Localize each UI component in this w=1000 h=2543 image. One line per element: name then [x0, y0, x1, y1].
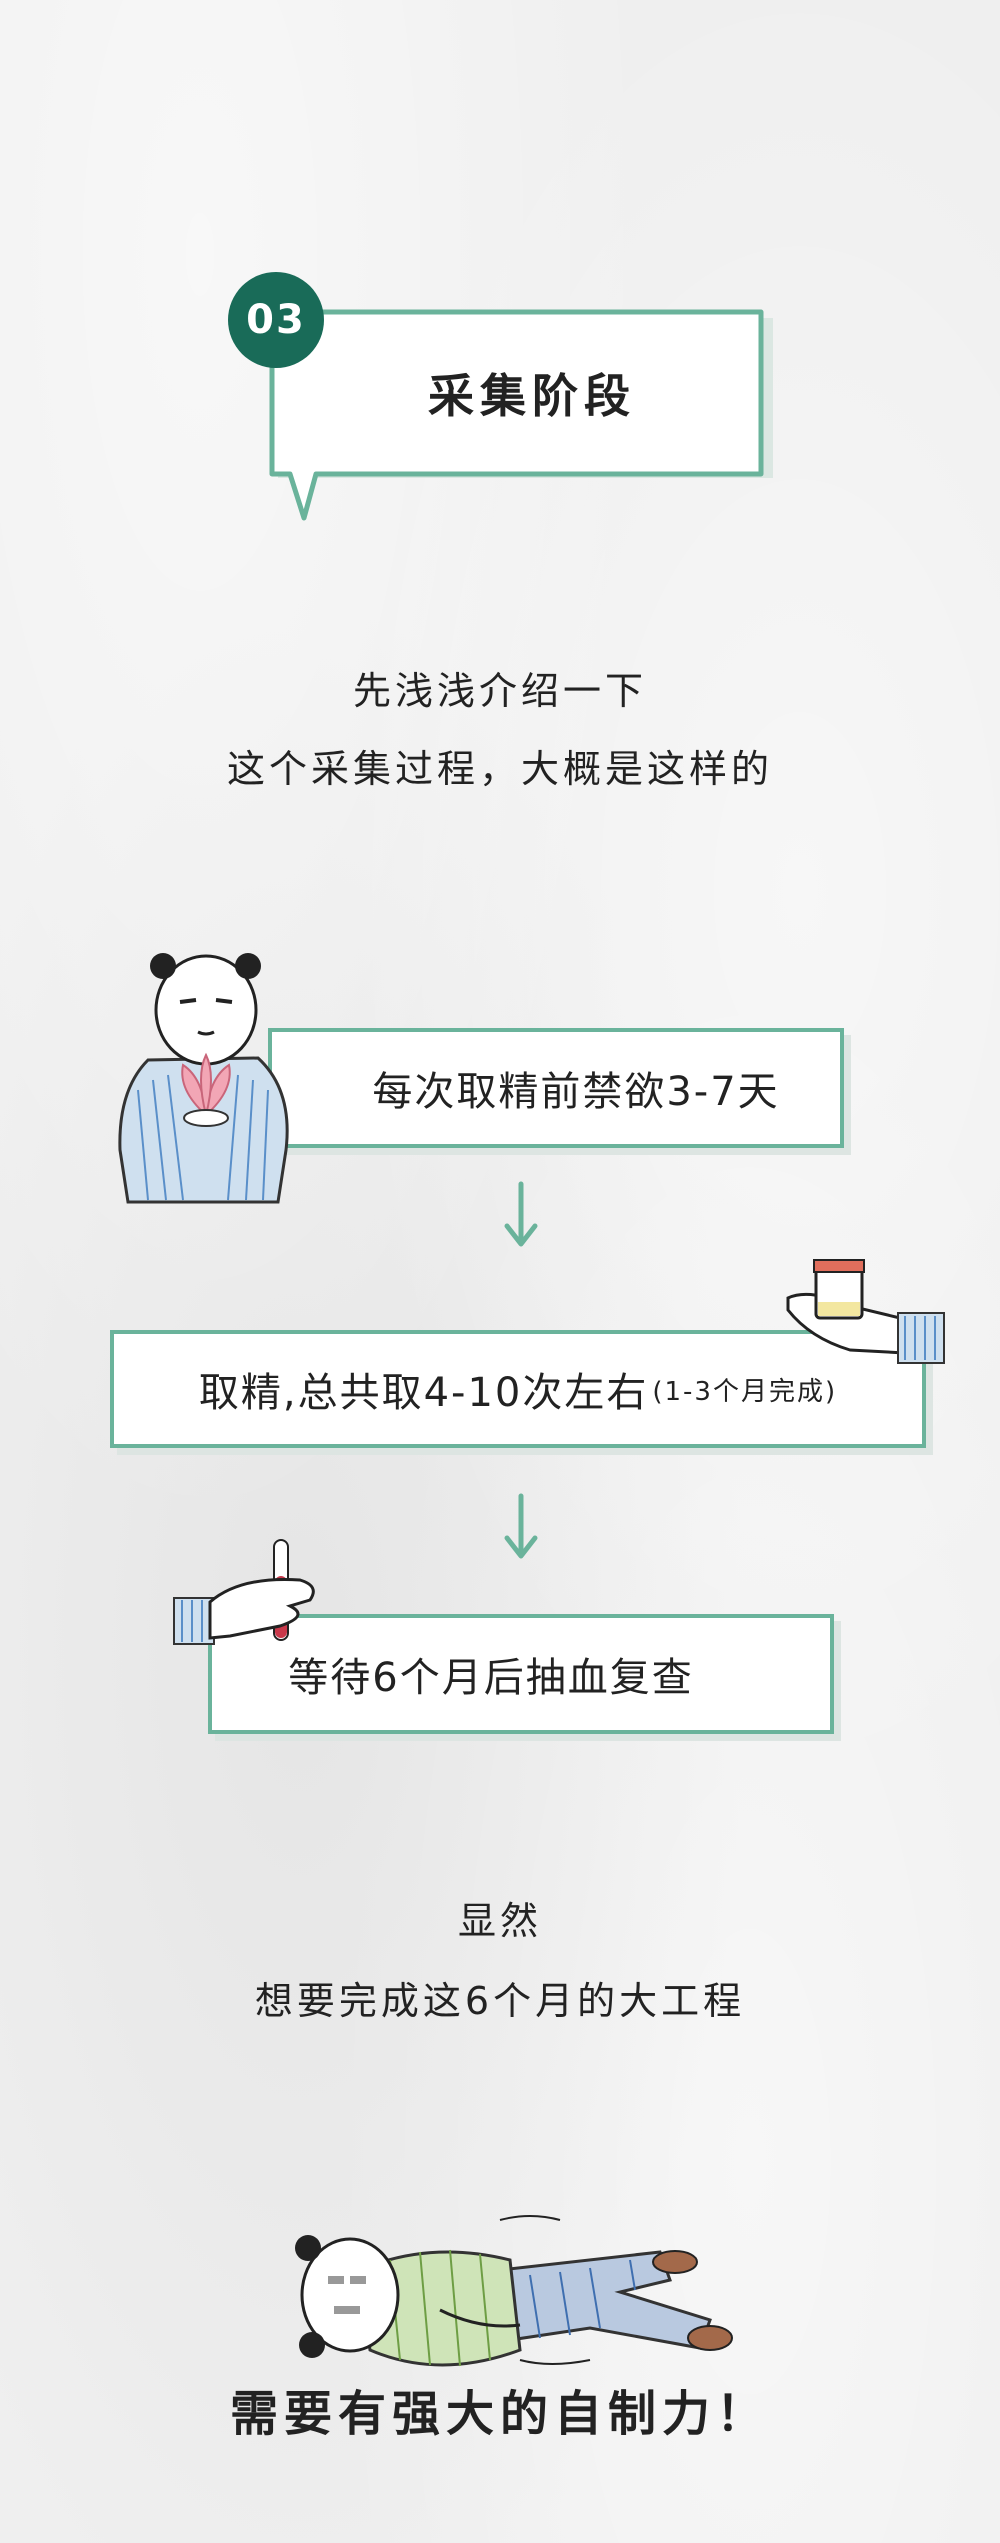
section-number: 03	[246, 297, 306, 343]
panda-lying-icon	[295, 2215, 733, 2367]
header-speech-bubble	[269, 309, 773, 521]
outro-line-2: 想要完成这6个月的大工程	[254, 1979, 746, 2023]
intro-line-2: 这个采集过程，大概是这样的	[226, 747, 773, 791]
section-number-badge: 03	[228, 272, 324, 368]
hand-sample-cup-icon	[786, 1259, 945, 1364]
panda-lotus-icon	[118, 953, 289, 1204]
outro-line-1: 显然	[457, 1899, 542, 1943]
step-1-label: 每次取精前禁欲3-7天	[372, 1069, 780, 1115]
step-3-label: 等待6个月后抽血复查	[288, 1655, 694, 1701]
step-2-label: 取精,总共取4-10次左右	[198, 1370, 649, 1416]
down-arrow-icon	[504, 1181, 538, 1247]
hand-test-tube-icon	[173, 1539, 315, 1645]
section-title: 采集阶段	[428, 369, 636, 423]
closing-statement: 需要有强大的自制力！	[229, 2386, 770, 2442]
step-2-note: (1-3个月完成)	[652, 1376, 838, 1407]
intro-line-1: 先浅浅介绍一下	[352, 669, 647, 713]
step-card-collection: 取精,总共取4-10次左右 (1-3个月完成)	[110, 1330, 926, 1448]
step-card-blood-test: 等待6个月后抽血复查	[208, 1614, 834, 1734]
down-arrow-icon	[504, 1493, 538, 1559]
step-card-abstinence: 每次取精前禁欲3-7天	[268, 1028, 844, 1148]
